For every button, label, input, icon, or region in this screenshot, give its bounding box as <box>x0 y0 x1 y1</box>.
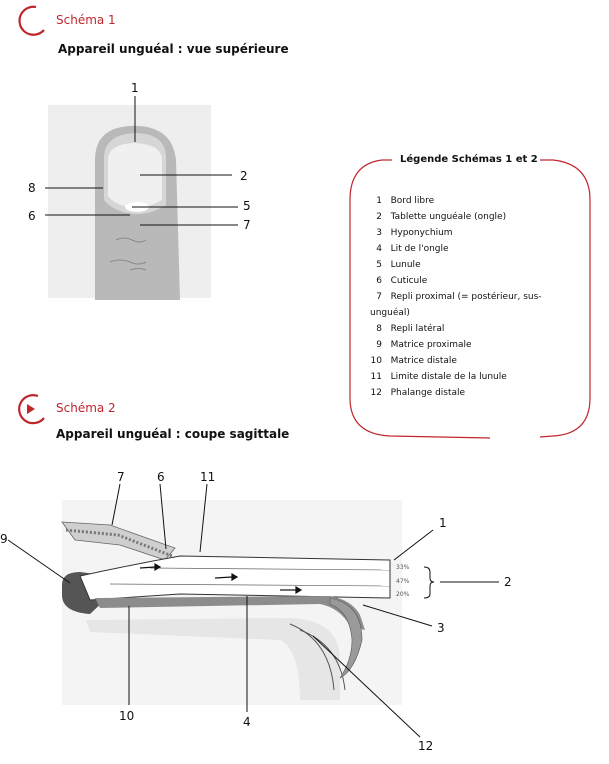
schema2-label-11: 11 <box>200 470 216 484</box>
schema1-leaders <box>45 96 238 226</box>
legend-item: 6 Cuticule <box>376 276 428 286</box>
schema2-subtitle: Appareil unguéal : coupe sagittale <box>56 427 290 441</box>
finger-top-view <box>48 105 211 300</box>
circle-arc-icon <box>18 5 45 36</box>
legend-item: unguéal) <box>370 308 410 318</box>
legend-item: 8 Repli latéral <box>376 324 445 334</box>
schema2-label-9: 9 <box>0 532 8 546</box>
legend-item: 11 Limite distale de la lunule <box>370 372 507 382</box>
legend-item: 10 Matrice distale <box>370 356 457 366</box>
legend-item: 12 Phalange distale <box>370 388 466 398</box>
schema1-label-8: 8 <box>28 181 36 195</box>
legend-item: 9 Matrice proximale <box>376 340 472 350</box>
schema2-label-3: 3 <box>437 621 445 635</box>
plate-pct-20: 20% <box>396 591 410 598</box>
schema2-label-6: 6 <box>157 470 165 484</box>
sagittal-section <box>61 500 435 705</box>
schema1-label-5: 5 <box>243 199 251 213</box>
schema2-label-12: 12 <box>418 739 434 753</box>
schema1-title: Schéma 1 <box>56 13 116 27</box>
plate-pct-47: 47% <box>396 578 410 585</box>
legend-item: 3 Hyponychium <box>376 228 453 238</box>
schema2-title: Schéma 2 <box>56 401 116 415</box>
legend-item: 4 Lit de l'ongle <box>376 244 449 254</box>
schema1-label-2: 2 <box>240 169 248 183</box>
legend-item: 1 Bord libre <box>376 196 435 206</box>
schema2-label-10: 10 <box>119 709 135 723</box>
schema1-label-1: 1 <box>131 81 139 95</box>
legend-frame <box>349 159 591 439</box>
schema2-label-4: 4 <box>243 715 251 729</box>
legend-item: 5 Lunule <box>376 260 421 270</box>
schema1-label-6: 6 <box>28 209 36 223</box>
legend-item: 7 Repli proximal (= postérieur, sus- <box>376 292 542 302</box>
schema1-subtitle: Appareil unguéal : vue supérieure <box>58 42 289 56</box>
play-circle-icon <box>18 394 45 425</box>
legend-item: 2 Tablette unguéale (ongle) <box>376 212 507 222</box>
schema2-label-1: 1 <box>439 516 447 530</box>
schema2-label-2: 2 <box>504 575 512 589</box>
schema2-label-7: 7 <box>117 470 125 484</box>
plate-pct-33: 33% <box>396 564 410 571</box>
schema2-leaders <box>7 483 499 738</box>
schema1-label-7: 7 <box>243 218 251 232</box>
legend-title: Légende Schémas 1 et 2 <box>400 154 538 165</box>
